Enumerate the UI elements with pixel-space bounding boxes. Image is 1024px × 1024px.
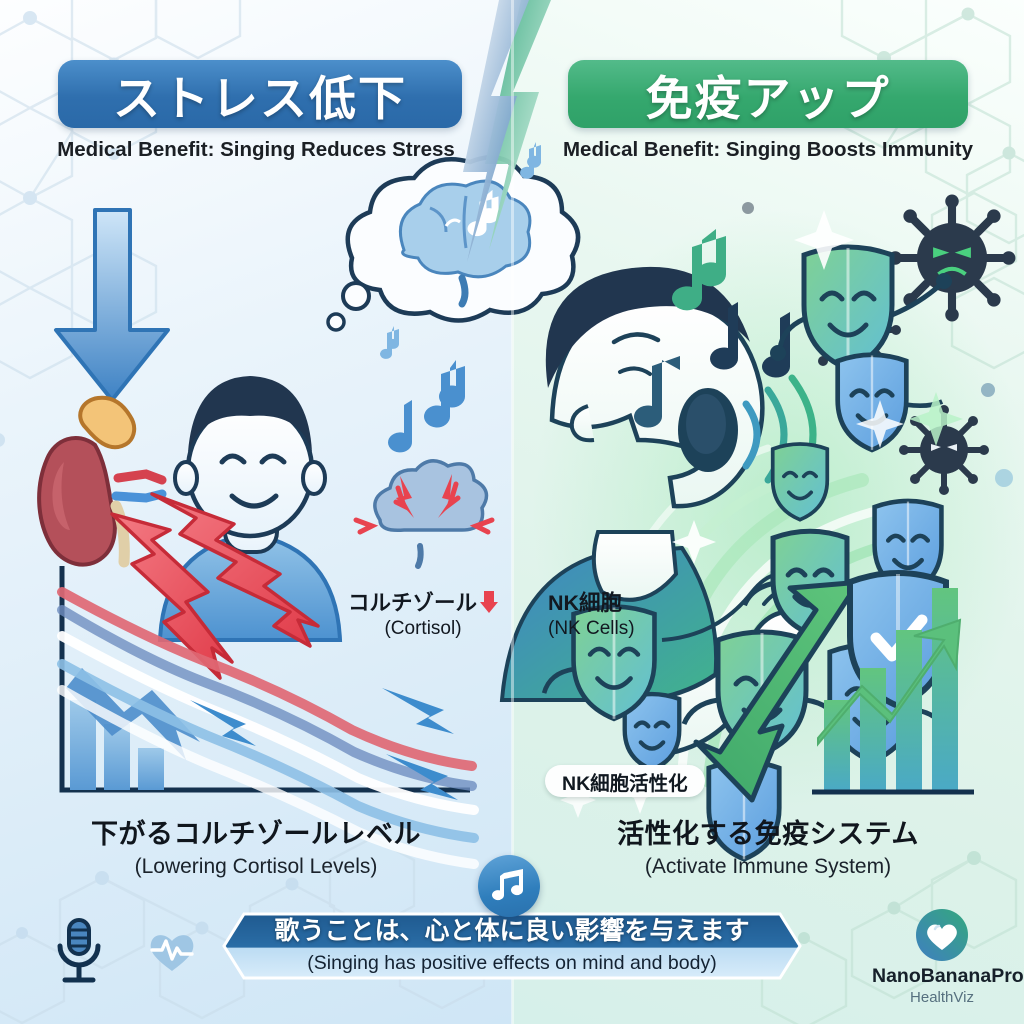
down-arrow-icon bbox=[480, 590, 498, 613]
right-illustration bbox=[499, 194, 1024, 862]
left-header-banner: ストレス低下 bbox=[58, 60, 462, 128]
flow-arrow-icon bbox=[190, 688, 458, 800]
music-note-icon bbox=[492, 869, 524, 901]
brand-tagline: HealthViz bbox=[910, 989, 974, 1006]
lightning-divider bbox=[463, 0, 551, 1024]
left-header-title: ストレス低下 bbox=[113, 71, 407, 125]
left-header-subtitle: Medical Benefit: Singing Reduces Stress bbox=[57, 138, 455, 161]
left-caption-jp: 下がるコルチゾールレベル bbox=[91, 819, 421, 849]
nk-activation-badge-label: NK細胞活性化 bbox=[562, 772, 688, 795]
rising-chart-icon bbox=[812, 588, 974, 795]
music-note-badge bbox=[478, 855, 540, 917]
left-caption-en: (Lowering Cortisol Levels) bbox=[134, 855, 378, 878]
heart-pulse-icon bbox=[150, 935, 194, 971]
right-header-subtitle: Medical Benefit: Singing Boosts Immunity bbox=[562, 138, 974, 161]
stressed-brain-icon bbox=[353, 459, 495, 569]
nk-cells-label-en: (NK Cells) bbox=[548, 618, 635, 639]
cortisol-label-jp-row: コルチゾール bbox=[348, 586, 498, 617]
bottom-banner: 歌うことは、心と体に良い影響を与えます (Singing has positiv… bbox=[222, 912, 802, 980]
left-illustration bbox=[37, 142, 581, 869]
cortisol-label-en: (Cortisol) bbox=[384, 618, 462, 639]
nk-cells-label-jp: NK細胞 bbox=[548, 591, 623, 615]
right-header-banner: 免疫アップ bbox=[568, 60, 968, 128]
brain-thought-bubble-icon bbox=[326, 142, 581, 359]
right-caption: 活性化する免疫システム (Activate Immune System) bbox=[512, 812, 1024, 879]
music-note-icon bbox=[388, 360, 466, 453]
cortisol-label-jp: コルチゾール bbox=[347, 591, 477, 615]
music-note-icon bbox=[634, 229, 791, 428]
bottom-banner-jp: 歌うことは、心と体に良い影響を与えます bbox=[274, 917, 750, 945]
brand-name: NanoBananaPro bbox=[872, 965, 1024, 987]
right-caption-jp: 活性化する免疫システム bbox=[617, 819, 919, 849]
brand-block: NanoBananaPro HealthViz bbox=[872, 908, 1024, 1006]
banner-shape bbox=[222, 912, 802, 980]
kidney-adrenal-icon bbox=[37, 395, 167, 568]
stress-bolt-icon bbox=[110, 492, 320, 680]
nk-activation-badge: NK細胞活性化 bbox=[545, 765, 705, 797]
nk-cells-label: NK細胞 (NK Cells) bbox=[548, 586, 635, 640]
cortisol-label: コルチゾール (Cortisol) bbox=[328, 586, 518, 640]
right-header-title: 免疫アップ bbox=[645, 71, 891, 125]
declining-chart-icon bbox=[57, 566, 479, 869]
left-caption: 下がるコルチゾールレベル (Lowering Cortisol Levels) bbox=[0, 812, 512, 879]
down-arrow-icon bbox=[54, 208, 170, 402]
bottom-banner-en: (Singing has positive effects on mind an… bbox=[307, 952, 717, 974]
right-caption-en: (Activate Immune System) bbox=[644, 855, 892, 878]
microphone-icon bbox=[57, 918, 101, 983]
brand-logo bbox=[916, 909, 968, 961]
